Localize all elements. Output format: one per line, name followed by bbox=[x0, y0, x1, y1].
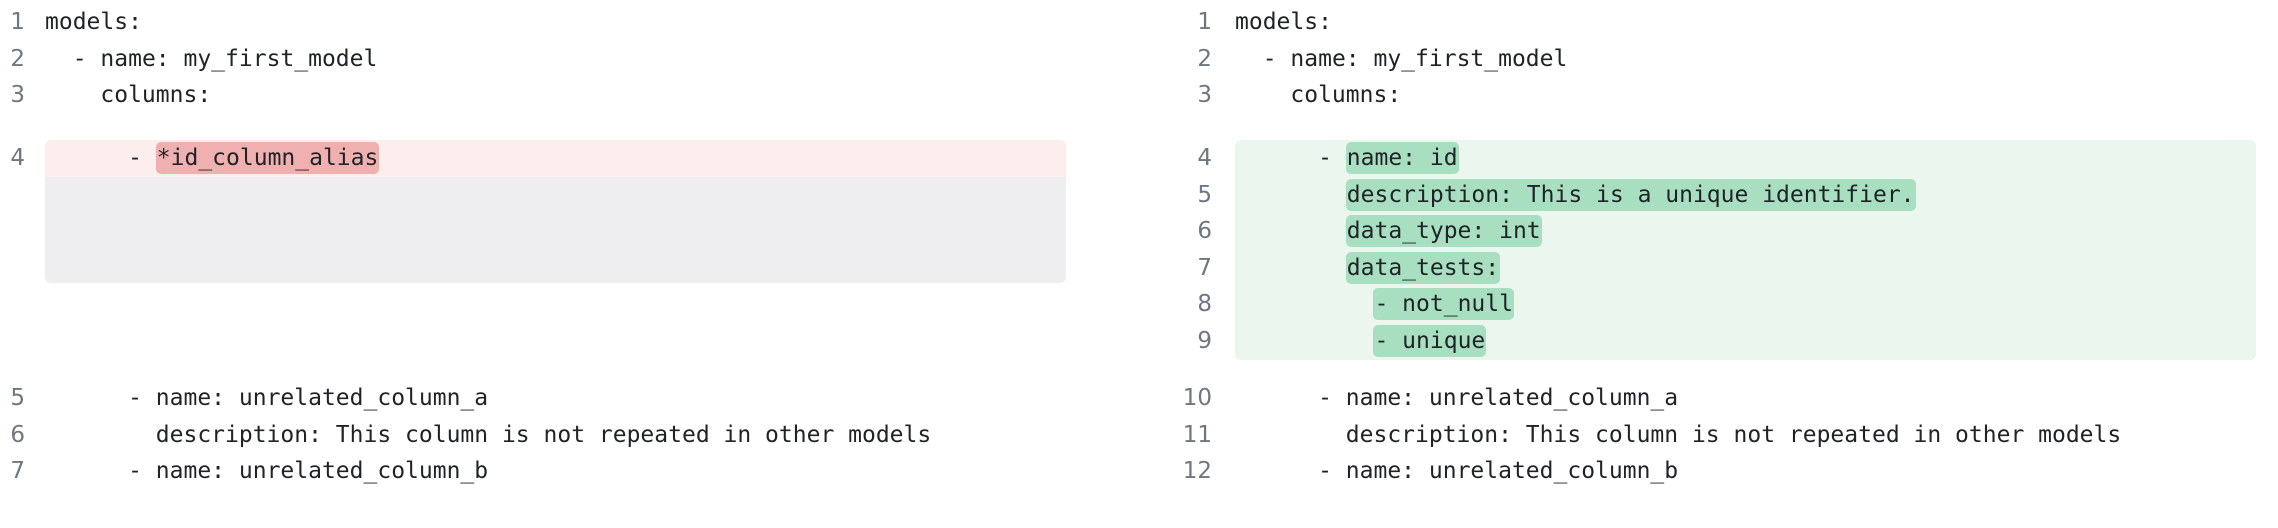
line-number: 10 bbox=[1182, 385, 1212, 411]
code-line[interactable]: 2 - name: my_first_model bbox=[1130, 41, 2278, 78]
line-number: 4 bbox=[10, 145, 25, 171]
filler-block bbox=[45, 176, 1066, 283]
code-text: models: bbox=[45, 9, 142, 35]
code-line[interactable]: 3 columns: bbox=[1130, 77, 2278, 114]
code-text: description: This is a unique identifier… bbox=[1235, 177, 1916, 214]
code-line[interactable]: 8 - not_null bbox=[1130, 286, 2278, 323]
code-text: data_type: int bbox=[1235, 213, 1542, 250]
code-line[interactable]: 6 description: This column is not repeat… bbox=[0, 417, 1100, 454]
code-text: - name: unrelated_column_b bbox=[1318, 458, 1679, 485]
code-text: - name: unrelated_column_b bbox=[128, 458, 489, 485]
line-number: 2 bbox=[10, 45, 25, 72]
code-text: columns: bbox=[1290, 82, 1402, 109]
code-line[interactable]: 11 description: This column is not repea… bbox=[1130, 417, 2278, 454]
code-line[interactable]: 1 models: bbox=[1130, 4, 2278, 41]
code-text: columns: bbox=[100, 82, 212, 109]
code-line[interactable]: 7 data_tests: bbox=[1130, 250, 2278, 287]
code-text: - name: my_first_model bbox=[1262, 45, 1568, 72]
code-text: - *id_column_alias bbox=[45, 140, 380, 177]
code-line[interactable]: 7 - name: unrelated_column_b bbox=[0, 453, 1100, 490]
code-line[interactable]: 12 - name: unrelated_column_b bbox=[1130, 453, 2278, 490]
code-line[interactable]: 3 columns: bbox=[0, 77, 1100, 114]
line-number: 3 bbox=[1197, 82, 1212, 109]
code-text: description: This column is not repeated… bbox=[155, 421, 932, 448]
inline-added-text: - not_null bbox=[1373, 288, 1514, 321]
line-number: 6 bbox=[10, 421, 25, 448]
code-line[interactable]: 5 description: This is a unique identifi… bbox=[1130, 177, 2278, 214]
code-text: - name: my_first_model bbox=[72, 45, 378, 72]
code-line[interactable]: 4 - *id_column_alias bbox=[0, 140, 1100, 177]
line-number: 7 bbox=[10, 458, 25, 485]
inline-deleted-text: *id_column_alias bbox=[155, 142, 380, 174]
code-line[interactable]: 2 - name: my_first_model bbox=[0, 41, 1100, 78]
line-number: 6 bbox=[1197, 218, 1212, 245]
code-text: - name: unrelated_column_a bbox=[1318, 385, 1679, 411]
line-number: 1 bbox=[1197, 9, 1212, 35]
line-number: 7 bbox=[1197, 254, 1212, 281]
code-text: - unique bbox=[1235, 323, 1487, 360]
code-text: - name: id bbox=[1235, 140, 1459, 177]
code-text: data_tests: bbox=[1235, 250, 1501, 287]
inline-added-text: data_type: int bbox=[1345, 215, 1542, 248]
line-number: 2 bbox=[1197, 45, 1212, 72]
line-number: 11 bbox=[1182, 421, 1212, 448]
inline-added-text: description: This is a unique identifier… bbox=[1345, 178, 1916, 211]
line-number: 9 bbox=[1197, 328, 1212, 354]
code-line[interactable]: 10 - name: unrelated_column_a bbox=[1130, 380, 2278, 417]
code-line[interactable]: 1 models: bbox=[0, 4, 1100, 41]
code-line[interactable]: 5 - name: unrelated_column_a bbox=[0, 380, 1100, 417]
code-line[interactable]: 9 - unique bbox=[1130, 323, 2278, 360]
code-text: description: This column is not repeated… bbox=[1345, 421, 2122, 448]
line-number: 5 bbox=[1197, 181, 1212, 208]
inline-added-text: data_tests: bbox=[1345, 251, 1501, 284]
code-line[interactable]: 6 data_type: int bbox=[1130, 213, 2278, 250]
inline-added-text: - unique bbox=[1373, 325, 1487, 357]
code-text: models: bbox=[1235, 9, 1332, 35]
line-number: 5 bbox=[10, 385, 25, 411]
code-text: - name: unrelated_column_a bbox=[128, 385, 489, 411]
code-line[interactable]: 4 - name: id bbox=[1130, 140, 2278, 177]
line-number: 8 bbox=[1197, 291, 1212, 318]
added-lines-highlight-block bbox=[1235, 140, 2256, 360]
code-text: - not_null bbox=[1235, 286, 1514, 323]
line-number: 12 bbox=[1182, 458, 1212, 485]
line-number: 3 bbox=[10, 82, 25, 109]
line-number: 4 bbox=[1197, 145, 1212, 171]
inline-added-text: name: id bbox=[1345, 142, 1459, 174]
line-number: 1 bbox=[10, 9, 25, 35]
